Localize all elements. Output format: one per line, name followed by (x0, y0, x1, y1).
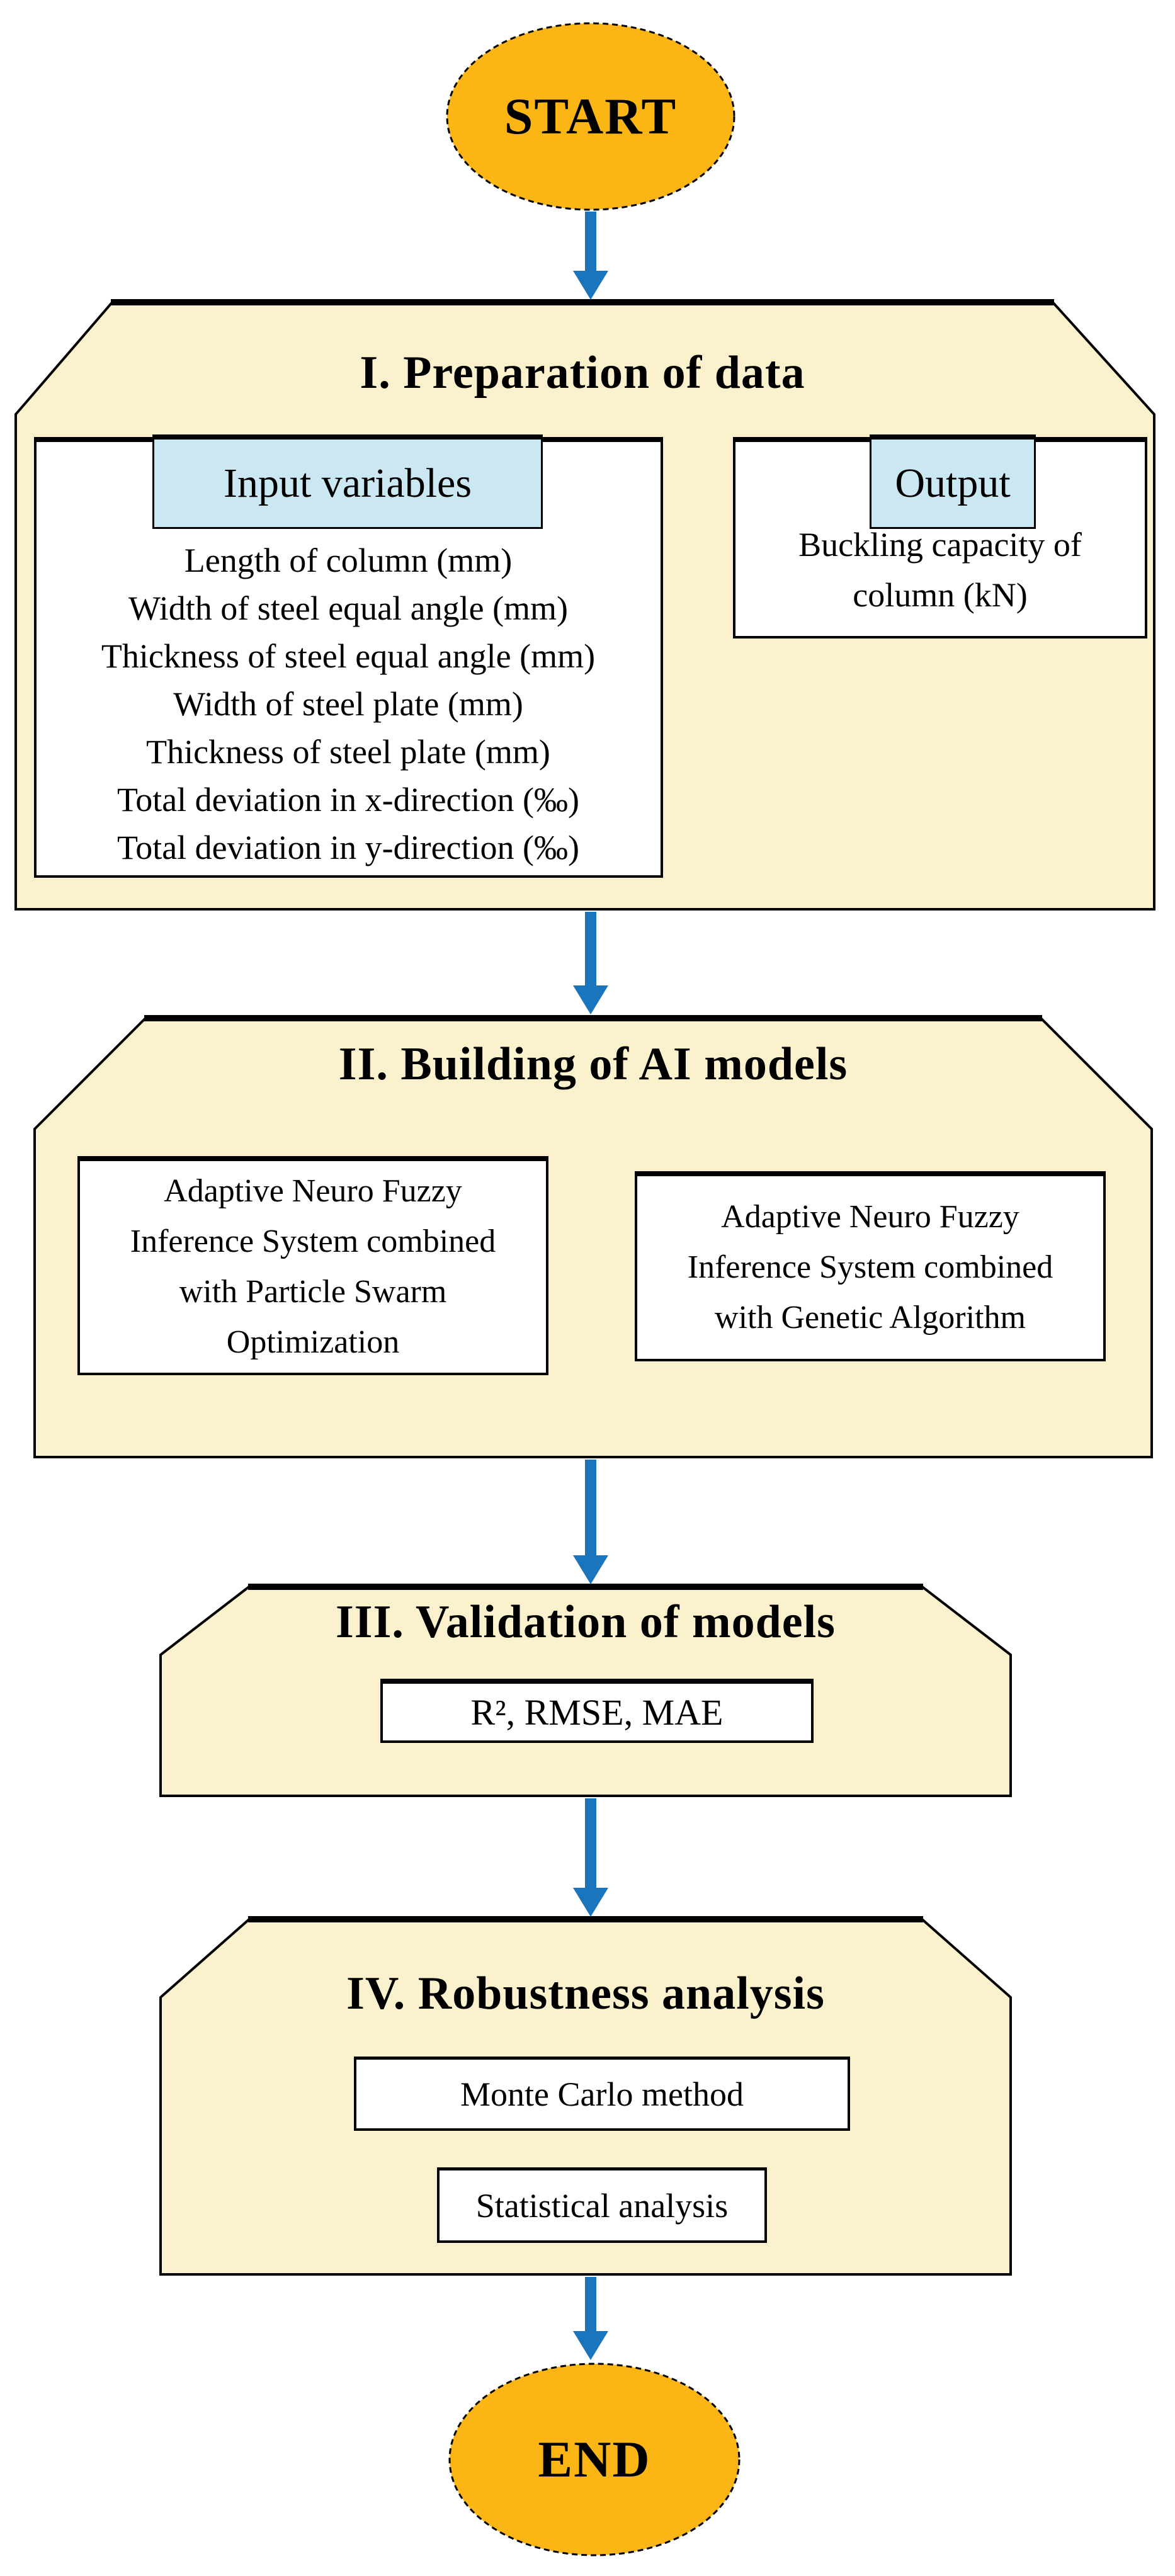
arrow-start-to-preparation (573, 212, 608, 300)
input-variable-item: Length of column (mm) (184, 542, 513, 579)
output-header-chip: Output (870, 434, 1036, 529)
input-variable-item: Thickness of steel plate (mm) (146, 733, 550, 771)
arrow-building-to-validation (573, 1460, 608, 1584)
arrow-robustness-to-end (573, 2277, 608, 2360)
model-anfis-pso-box: Adaptive Neuro Fuzzy Inference System co… (77, 1156, 548, 1375)
section-preparation-title: I. Preparation of data (360, 346, 805, 399)
arrow-validation-to-robustness (573, 1798, 608, 1917)
end-terminal-label: END (538, 2431, 651, 2488)
input-variable-item: Total deviation in y-direction (‰) (116, 829, 579, 866)
section-building-title: II. Building of AI models (338, 1038, 848, 1090)
arrow-preparation-to-building (573, 912, 608, 1014)
statistical-analysis-box: Statistical analysis (437, 2167, 767, 2243)
section-robustness-title: IV. Robustness analysis (346, 1967, 825, 2019)
monte-carlo-method-box: Monte Carlo method (354, 2057, 850, 2131)
start-terminal-ellipse (446, 22, 735, 211)
model-anfis-ga-box: Adaptive Neuro Fuzzy Inference System co… (635, 1171, 1106, 1361)
output-text: Buckling capacity of column (kN) (798, 526, 1082, 614)
section-validation-title: III. Validation of models (336, 1596, 836, 1648)
input-variable-item: Width of steel plate (mm) (173, 685, 523, 723)
validation-metrics-box: R², RMSE, MAE (380, 1679, 814, 1743)
end-terminal-ellipse (448, 2363, 741, 2556)
input-variables-list: Length of column (mm) Width of steel equ… (40, 536, 656, 871)
input-variables-header-chip: Input variables (152, 434, 543, 529)
input-variable-item: Total deviation in x-direction (‰) (116, 781, 579, 819)
input-variable-item: Width of steel equal angle (mm) (128, 589, 569, 627)
start-terminal-label: START (504, 88, 678, 145)
input-variable-item: Thickness of steel equal angle (mm) (101, 637, 596, 675)
